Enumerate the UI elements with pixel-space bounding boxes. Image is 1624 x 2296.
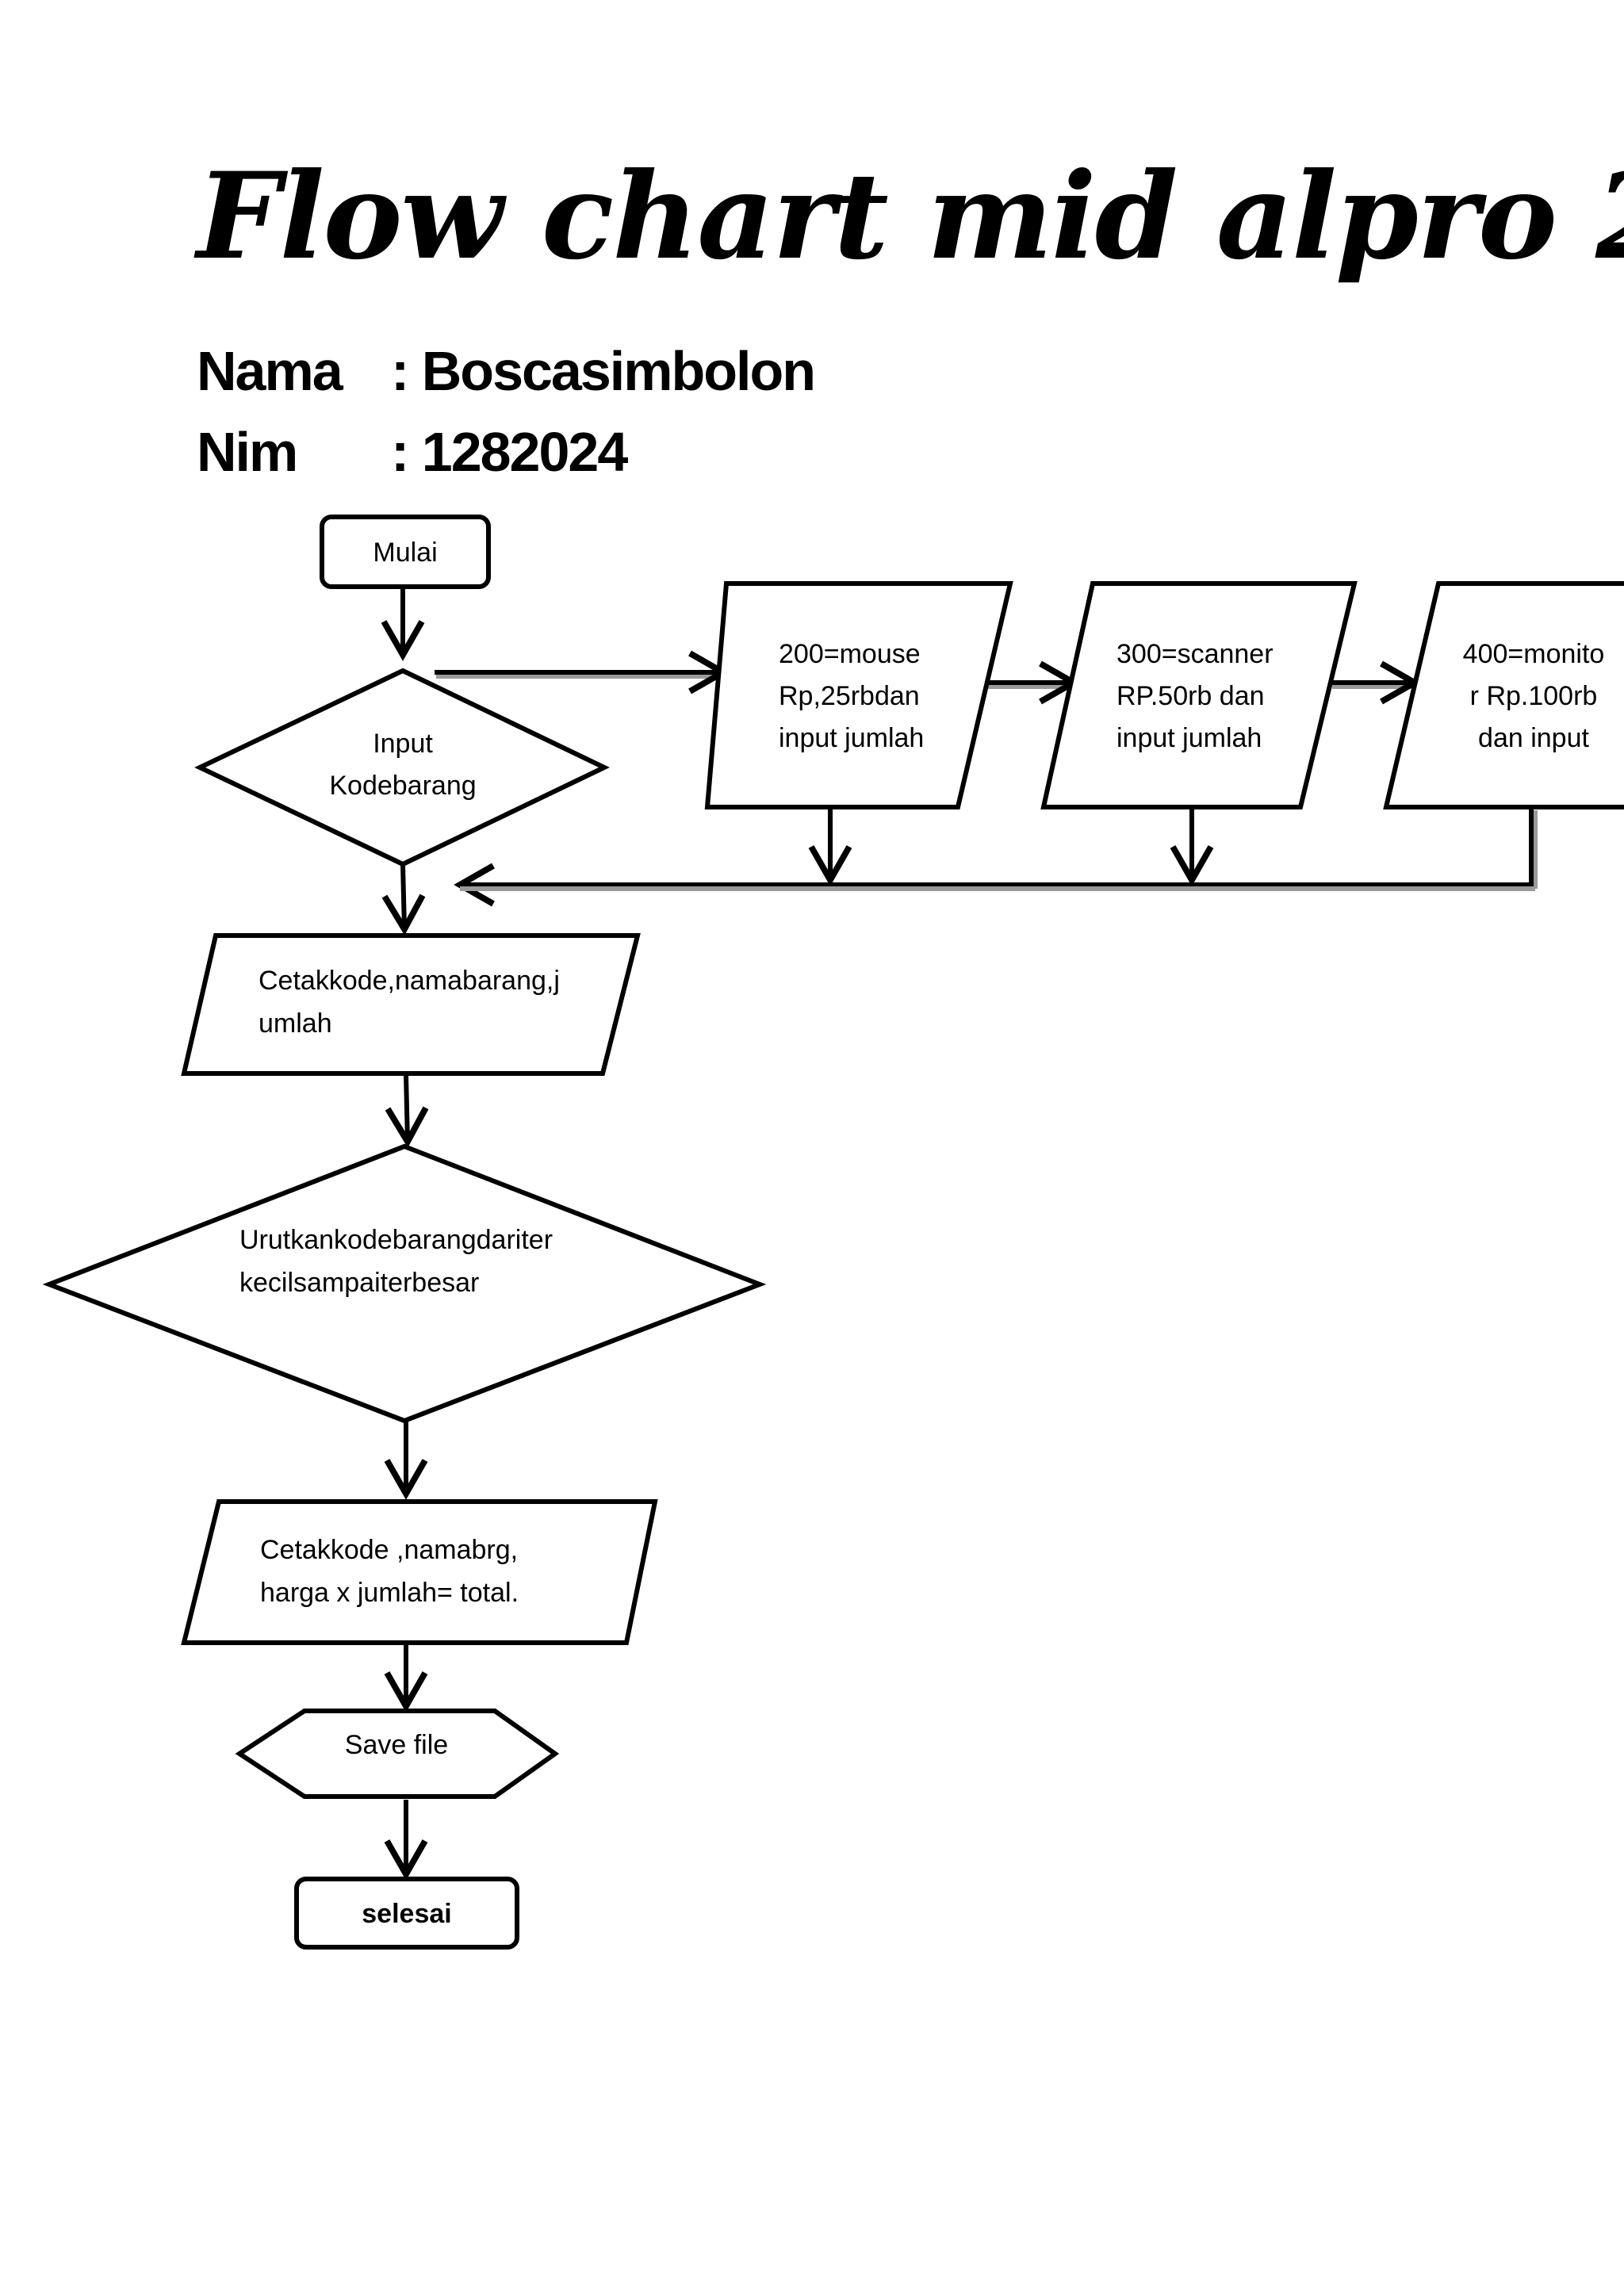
end-terminator: selesai — [294, 1877, 519, 1950]
urutkan-line2: kecilsampaiterbesar — [239, 1268, 479, 1298]
input-label-line2: Kodebarang — [329, 771, 476, 801]
arrow-input-to-cetak1 — [381, 863, 426, 936]
scanner-line2: RP.50rb dan — [1116, 681, 1265, 711]
input-kodebarang-diamond: Input Kodebarang — [194, 668, 610, 867]
cetak1-line1: Cetakkode,namabarang,j — [259, 966, 560, 996]
scanner-line3: input jumlah — [1116, 723, 1262, 753]
scanner-input-parallelogram: 300=scanner RP.50rb dan input jumlah — [1040, 581, 1358, 809]
start-terminator: Mulai — [320, 515, 491, 589]
mouse-line2: Rp,25rbdan — [779, 681, 920, 711]
nim-value: : 1282024 — [391, 421, 628, 483]
end-label: selesai — [362, 1899, 451, 1929]
save-file-hexagon: Save file — [235, 1709, 560, 1799]
arrow-cetak1-to-urutkan — [385, 1074, 429, 1148]
monitor-line2: r Rp.100rb — [1470, 681, 1598, 711]
cetak1-line2: umlah — [259, 1008, 332, 1039]
name-label: Nama — [197, 340, 343, 402]
monitor-input-parallelogram: 400=monito r Rp.100rb dan input — [1383, 581, 1624, 809]
nim-label: Nim — [197, 421, 298, 483]
mouse-line1: 200=mouse — [779, 639, 921, 669]
student-name-row: Nama : Boscasimbolon — [197, 339, 816, 403]
arrow-return-to-main — [454, 807, 1534, 907]
mouse-input-parallelogram: 200=mouse Rp,25rbdan input jumlah — [704, 581, 1013, 809]
save-label: Save file — [345, 1730, 448, 1760]
start-label: Mulai — [373, 538, 437, 568]
page-title: Flow chart mid alpro 2 — [197, 147, 1624, 286]
monitor-line1: 400=monito — [1463, 639, 1605, 669]
print-code-name-quantity-parallelogram: Cetakkode,namabarang,j umlah — [181, 933, 641, 1076]
scanner-line1: 300=scanner — [1116, 639, 1274, 669]
student-nim-row: Nim : 1282024 — [197, 420, 628, 484]
urutkan-line1: Urutkankodebarangdariter — [239, 1225, 553, 1255]
name-value: : Boscasimbolon — [391, 340, 816, 402]
cetak2-line2: harga x jumlah= total. — [260, 1578, 519, 1608]
print-total-parallelogram: Cetakkode ,namabrg, harga x jumlah= tota… — [181, 1499, 658, 1645]
mouse-line3: input jumlah — [779, 723, 924, 753]
monitor-line3: dan input — [1478, 723, 1589, 753]
cetak2-line1: Cetakkode ,namabrg, — [260, 1535, 518, 1565]
sort-code-diamond: Urutkankodebarangdariter kecilsampaiterb… — [42, 1143, 767, 1424]
flow-connectors — [381, 587, 1538, 1881]
input-label-line1: Input — [373, 729, 433, 759]
